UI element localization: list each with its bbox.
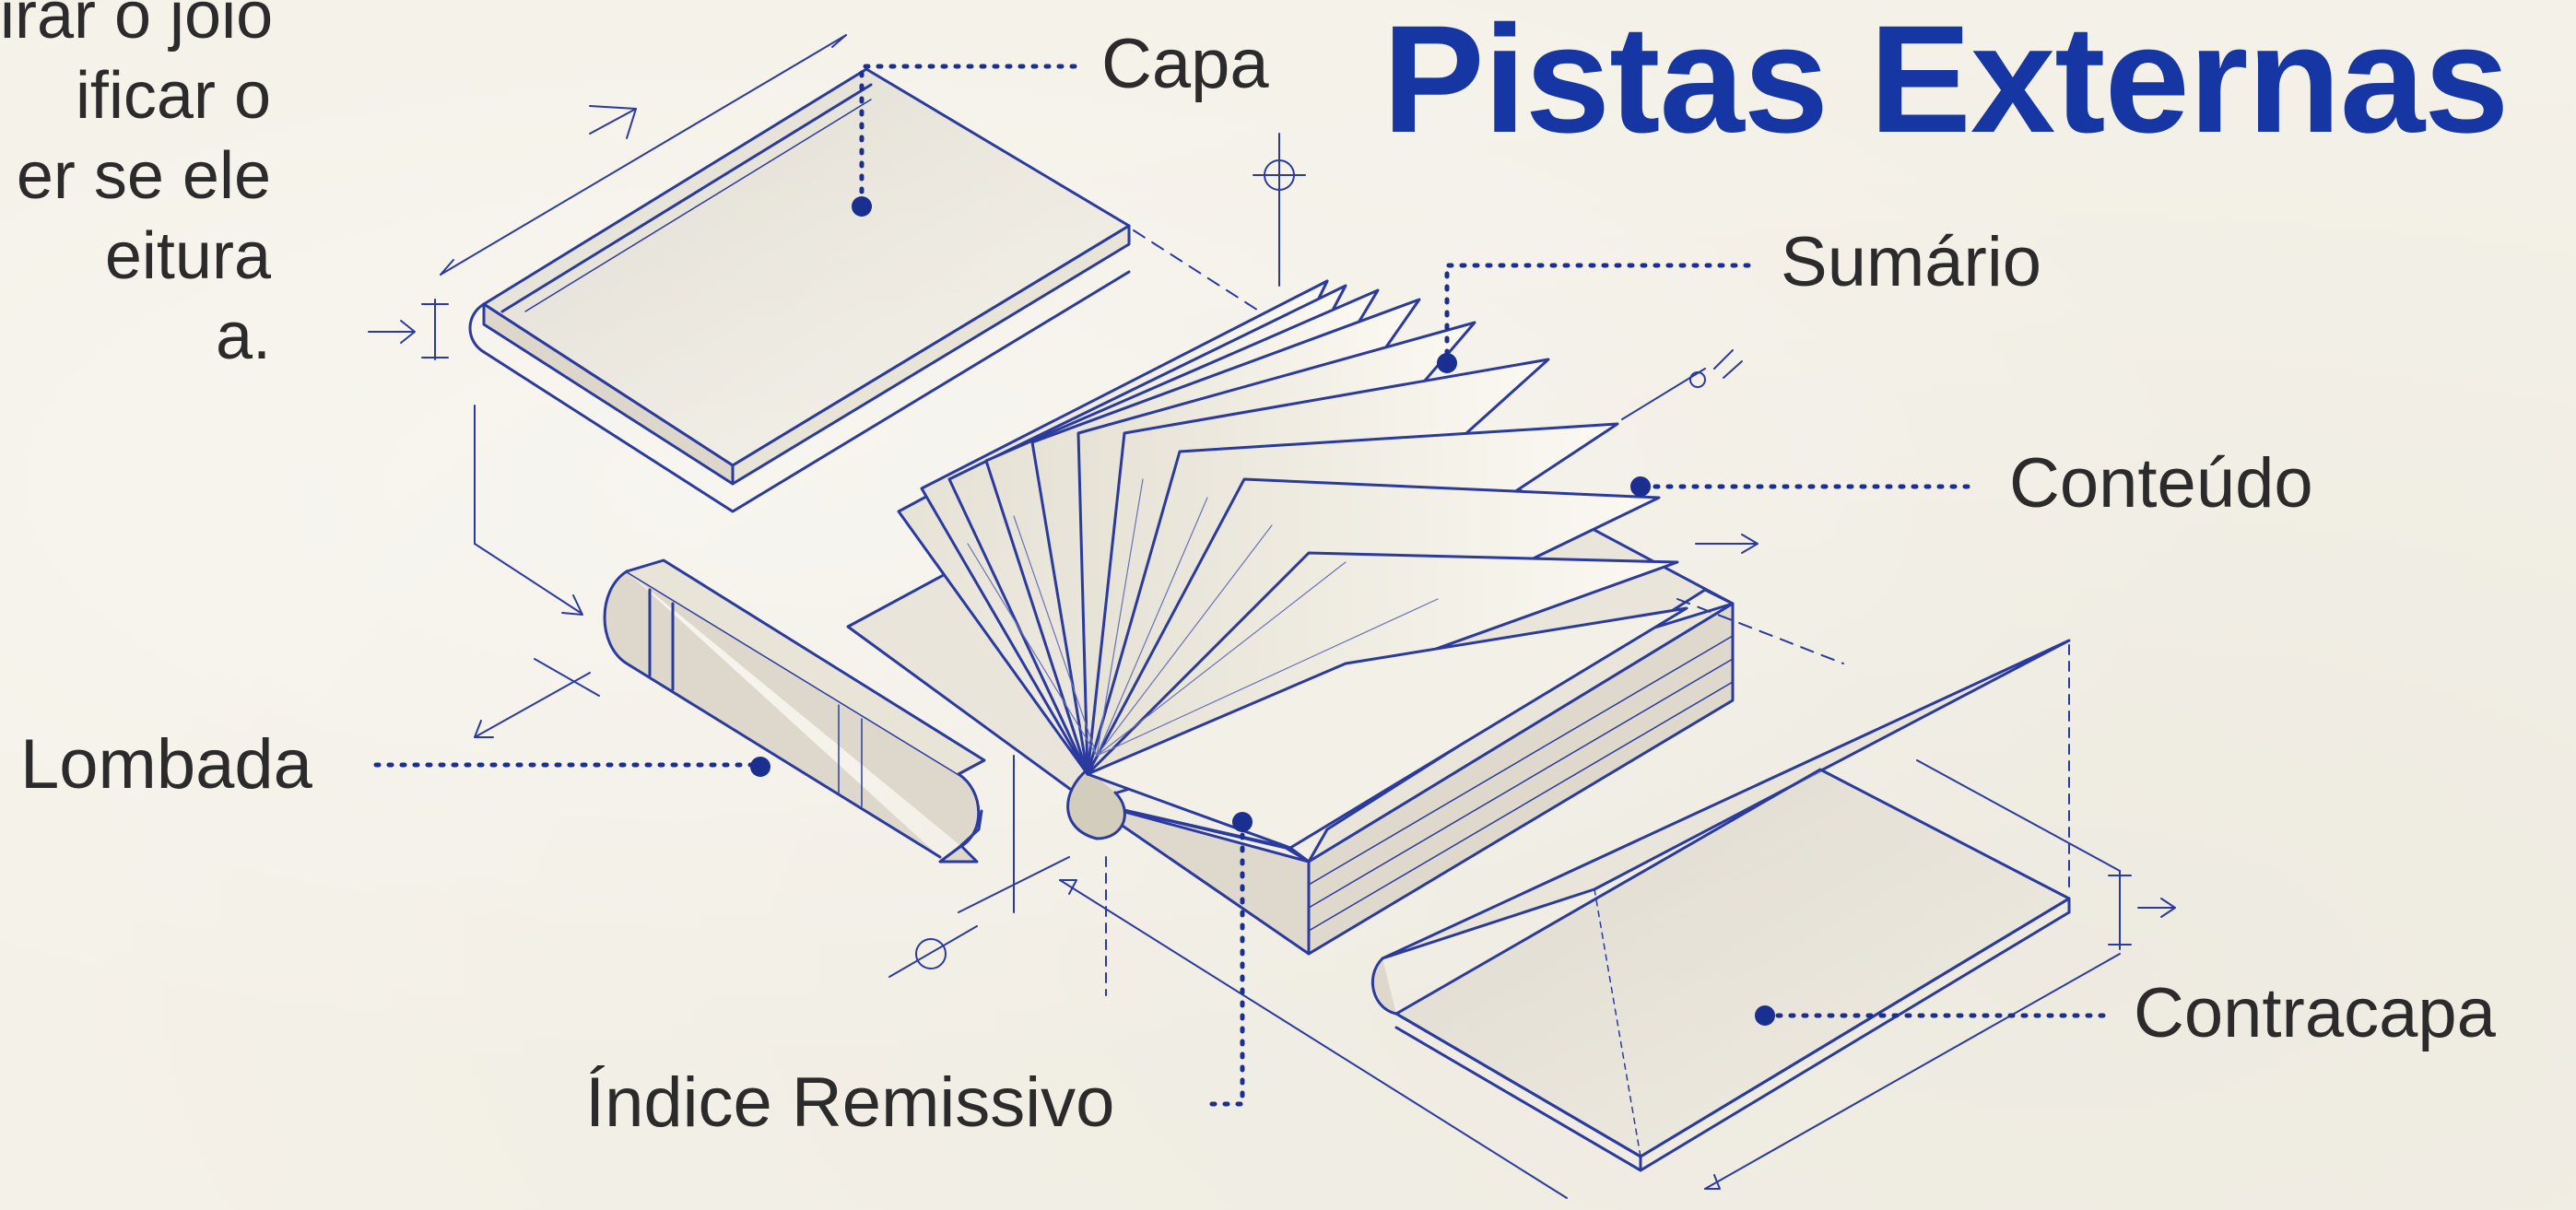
cover-illustration (468, 67, 1131, 513)
label-indice-remissivo: Índice Remissivo (585, 1063, 1115, 1142)
label-contracapa: Contracapa (2134, 974, 2496, 1052)
intro-text-fragment: irar o joio ificar o er se ele eitura a. (0, 0, 313, 377)
label-capa: Capa (1101, 25, 1269, 103)
leader-lines (373, 64, 2113, 1107)
back-cover-illustration (1370, 639, 2071, 1172)
callout-dot-lombada (750, 757, 770, 777)
intro-line-1: irar o joio (0, 0, 274, 53)
callout-dot-capa (852, 196, 872, 217)
back-dimension-lines (1059, 644, 2176, 1199)
intro-line-4: eitura (104, 219, 271, 293)
leader-indice (1207, 819, 1245, 1107)
callout-dot-conteudo (1630, 476, 1651, 497)
dimension-lines (368, 34, 1306, 738)
spine-illustration (603, 558, 986, 863)
guide-arrows (888, 349, 1844, 996)
callout-dot-indice (1232, 812, 1253, 832)
label-lombada: Lombada (20, 725, 312, 804)
page-title: Pistas Externas (1382, 0, 2509, 165)
intro-line-2: ificar o (75, 59, 271, 133)
leader-sumario (1444, 263, 1761, 370)
page-block-illustration (846, 279, 1735, 956)
callout-dot-sumario (1437, 353, 1457, 373)
label-sumario: Sumário (1781, 223, 2041, 301)
label-conteudo: Conteúdo (2009, 444, 2313, 523)
intro-line-5: a. (215, 300, 271, 373)
intro-line-3: er se ele (16, 139, 271, 213)
callout-dots (750, 196, 1775, 1026)
callout-dot-contracapa (1755, 1005, 1775, 1026)
